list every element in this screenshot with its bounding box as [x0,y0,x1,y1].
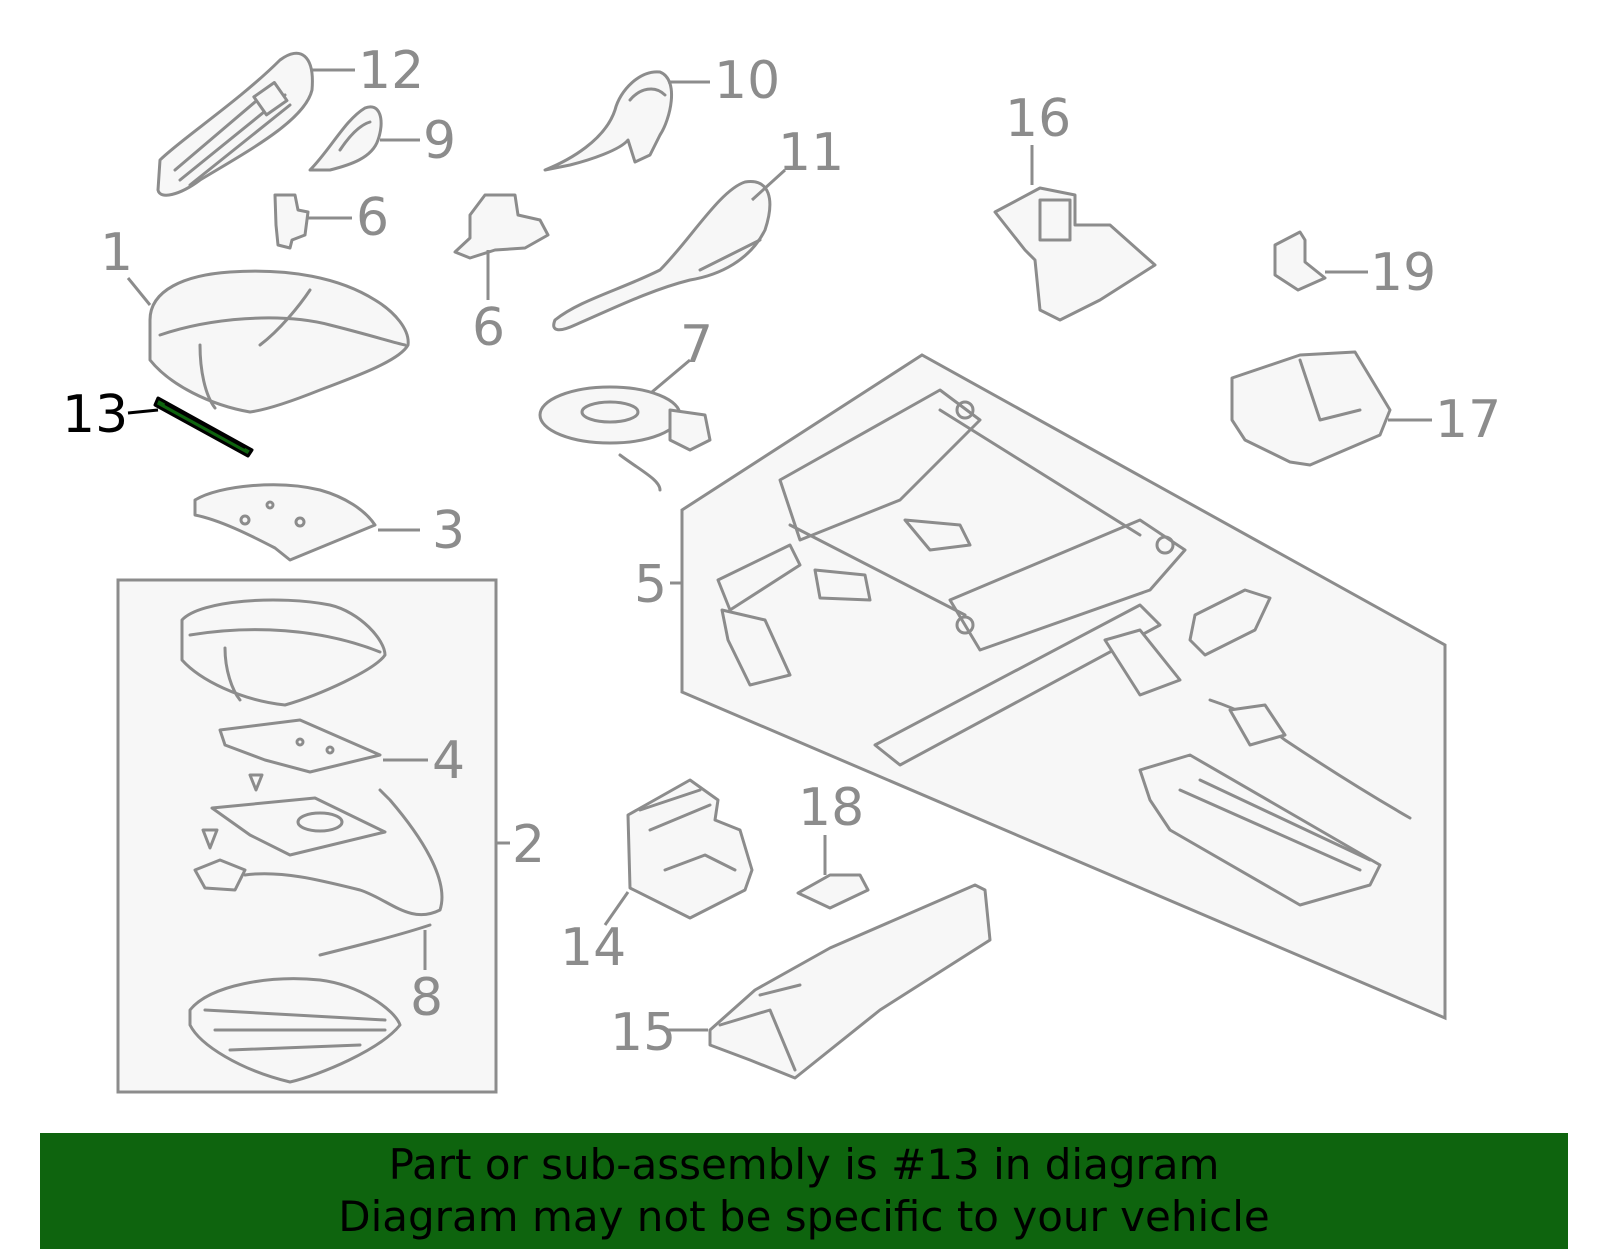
part-10-side-shield-inner[interactable] [543,70,674,172]
callout-10[interactable]: 10 [714,51,780,111]
callout-19[interactable]: 19 [1370,243,1436,303]
callout-3[interactable]: 3 [432,501,465,561]
callout-2[interactable]: 2 [512,815,545,875]
part-15-side-cover[interactable] [708,883,992,1080]
part-6-clip-lower[interactable] [453,193,550,260]
leader-13 [127,408,159,415]
part-17-module-housing[interactable] [1230,350,1392,467]
part-2-cushion-assembly[interactable] [180,598,402,1084]
callout-5[interactable]: 5 [634,555,667,615]
callout-6-upper[interactable]: 6 [356,188,389,248]
callout-16[interactable]: 16 [1005,89,1071,149]
part-18-bracket[interactable] [796,873,870,910]
callout-9[interactable]: 9 [423,111,456,171]
leader-1 [126,277,152,306]
part-6-clip-upper[interactable] [273,193,310,250]
callout-11[interactable]: 11 [778,123,844,183]
banner-line-1: Part or sub-assembly is #13 in diagram [388,1140,1220,1189]
part-19-bracket[interactable] [1273,230,1327,292]
part-8-wire-harness[interactable] [243,788,444,957]
banner-line-2: Diagram may not be specific to your vehi… [338,1192,1270,1241]
callout-15[interactable]: 15 [610,1003,676,1063]
part-3-seat-pan[interactable] [193,483,377,562]
callout-1[interactable]: 1 [100,223,133,283]
callout-17[interactable]: 17 [1435,390,1501,450]
callout-13[interactable]: 13 [62,385,128,445]
part-12-side-trim[interactable] [156,51,314,197]
callout-8[interactable]: 8 [410,968,443,1028]
part-14-housing[interactable] [626,778,754,920]
part-5-seat-track[interactable] [716,388,1412,907]
part-9-switch-bezel[interactable] [308,105,383,172]
info-banner: Part or sub-assembly is #13 in diagram D… [40,1133,1568,1249]
part-16-module-bracket[interactable] [993,186,1157,322]
callout-7[interactable]: 7 [680,315,713,375]
leader-7 [651,358,691,394]
part-11-side-shield-outer[interactable] [552,180,772,332]
callout-14[interactable]: 14 [560,918,626,978]
part-1-seat-cushion[interactable] [148,269,410,414]
callout-18[interactable]: 18 [798,778,864,838]
callout-4[interactable]: 4 [432,731,465,791]
leader-11 [750,168,787,202]
part-7-cable-reel[interactable] [538,385,712,492]
leader-14 [603,891,630,926]
callout-6-lower[interactable]: 6 [472,298,505,358]
callout-12[interactable]: 12 [358,41,424,101]
part-13-highlighted[interactable] [153,396,254,458]
